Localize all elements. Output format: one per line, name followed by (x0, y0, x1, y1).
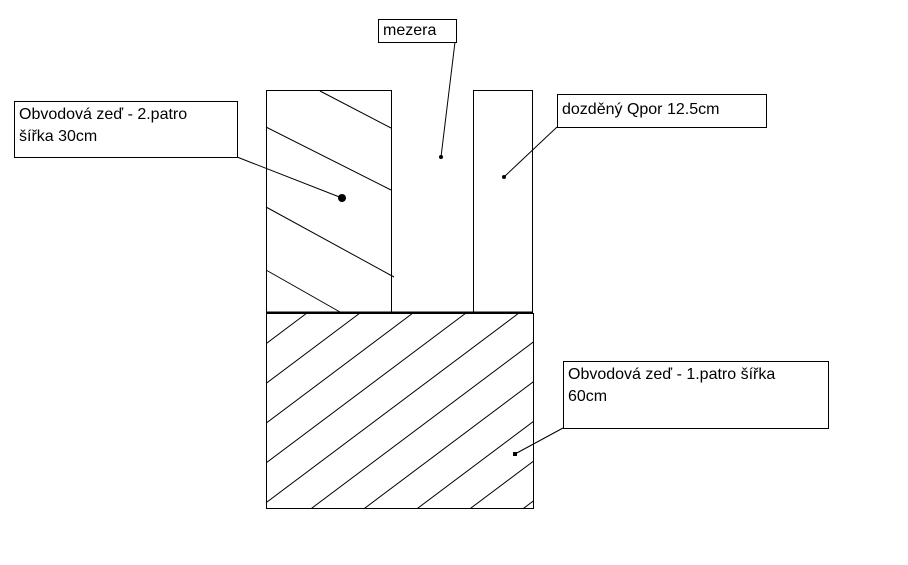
hatch-line (0, 313, 148, 565)
hatch-line (265, 206, 395, 278)
hatch-line (0, 313, 42, 565)
hatch-line (470, 460, 533, 508)
label-aerated-block: dozděný Qpor 12.5cm (557, 94, 767, 128)
hatch-line (265, 126, 392, 191)
hatch-line (266, 313, 467, 464)
hatch-line (266, 313, 361, 385)
hatch-line (0, 313, 95, 565)
hatch-line (311, 341, 533, 508)
hatch-line (266, 313, 308, 345)
marker-dot (513, 452, 517, 456)
label-wall-floor1: Obvodová zeď - 1.patro šířka 60cm (563, 361, 829, 429)
label-line: Obvodová zeď - 2.patro (19, 106, 188, 123)
leader-aerated (503, 126, 558, 178)
hatch-line (523, 500, 533, 508)
wall-floor2 (266, 90, 392, 313)
hatch-line (0, 313, 254, 565)
hatch-line (266, 313, 414, 424)
leader-floor1 (514, 427, 564, 455)
leader-floor2 (236, 156, 343, 199)
aerated-block-wall (473, 90, 533, 313)
hatch-line (265, 269, 341, 313)
hatch-line (319, 90, 392, 129)
hatch-line (364, 381, 533, 508)
hatch-line (417, 421, 533, 508)
label-line: 60cm (568, 388, 608, 405)
leader-gap (440, 41, 456, 158)
label-line: šířka 30cm (19, 128, 98, 145)
label-wall-floor2: Obvodová zeď - 2.patro šířka 30cm (14, 101, 238, 158)
marker-dot (502, 175, 506, 179)
hatch-line (0, 313, 201, 565)
marker-dot (439, 155, 443, 159)
label-line: Obvodová zeď - 1.patro šířka (568, 366, 776, 383)
marker-dot (338, 194, 346, 202)
label-gap: mezera (378, 19, 457, 43)
hatch-line (266, 313, 520, 504)
wall-floor1 (266, 313, 534, 509)
